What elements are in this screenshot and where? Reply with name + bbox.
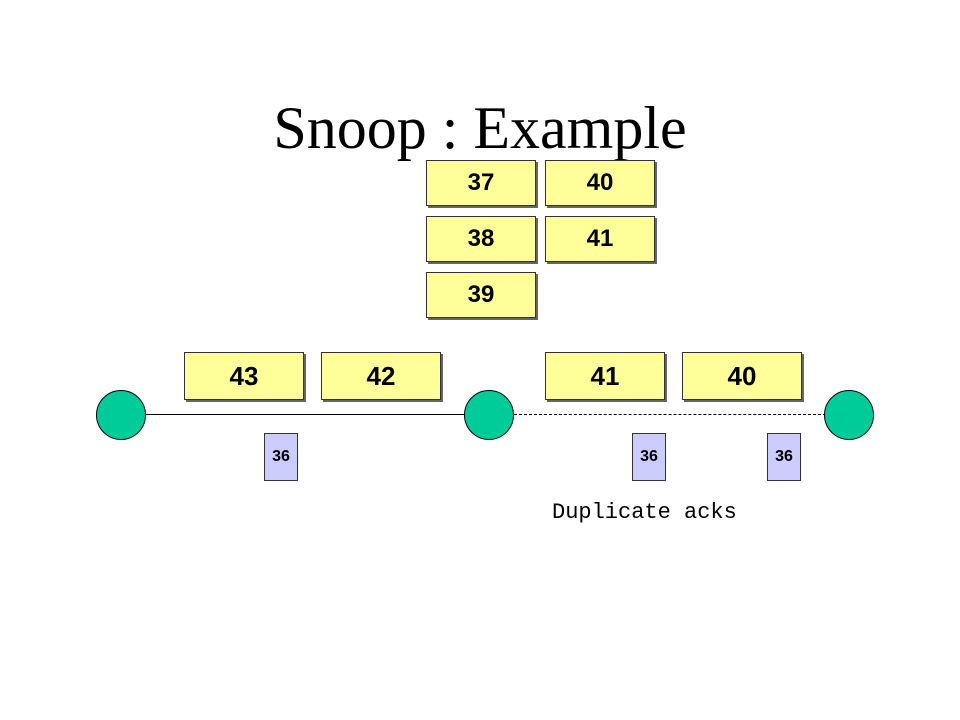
buffer-packet-37: 37 bbox=[426, 160, 536, 206]
buffer-packet-41: 41 bbox=[545, 216, 655, 262]
duplicate-acks-label: Duplicate acks bbox=[552, 500, 737, 525]
receiver-node bbox=[824, 390, 874, 440]
sender-node bbox=[96, 390, 146, 440]
wireless-link bbox=[514, 414, 826, 415]
packet-40: 40 bbox=[682, 352, 802, 400]
slide-title: Snoop : Example bbox=[273, 95, 687, 161]
ack-packet: 36 bbox=[264, 433, 298, 481]
ack-packet: 36 bbox=[767, 433, 801, 481]
base-station-node bbox=[464, 390, 514, 440]
ack-packet: 36 bbox=[632, 433, 666, 481]
buffer-packet-38: 38 bbox=[426, 216, 536, 262]
packet-43: 43 bbox=[184, 352, 304, 400]
wired-link bbox=[146, 414, 466, 415]
packet-41: 41 bbox=[545, 352, 665, 400]
buffer-packet-39: 39 bbox=[426, 272, 536, 318]
packet-42: 42 bbox=[321, 352, 441, 400]
buffer-packet-40: 40 bbox=[545, 160, 655, 206]
